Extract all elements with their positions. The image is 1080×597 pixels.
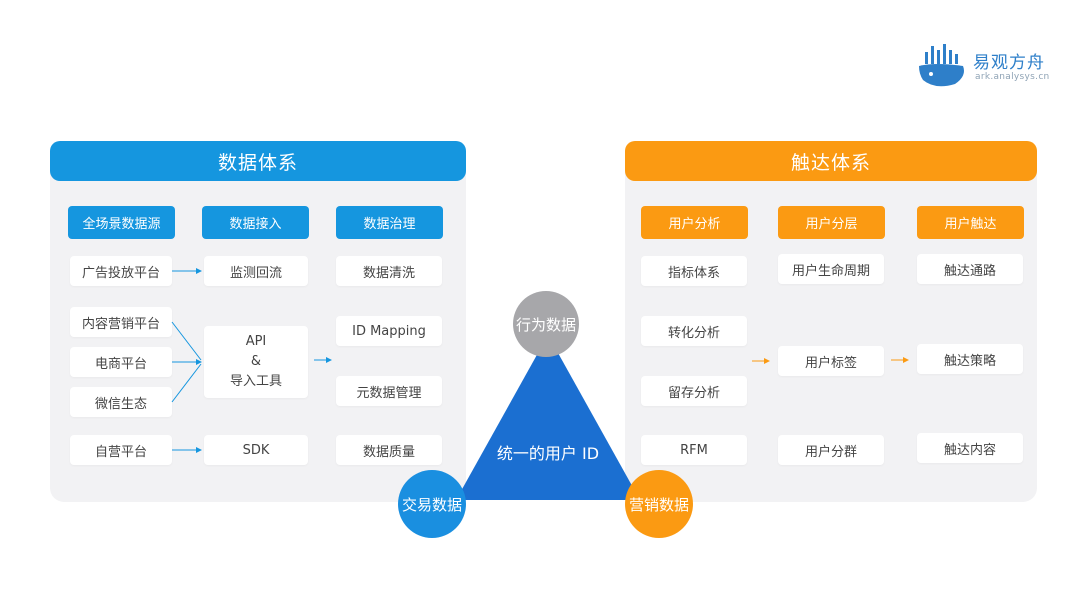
column-header-analysis: 用户分析 (641, 206, 748, 239)
source-content-marketing: 内容营销平台 (70, 307, 172, 337)
core-triangle (456, 335, 640, 500)
behavior-data-circle: 行为数据 (513, 291, 579, 357)
reach-channels: 触达通路 (917, 254, 1023, 284)
marketing-data-circle: 营销数据 (625, 470, 693, 538)
column-header-access: 数据接入 (202, 206, 309, 239)
analysis-conversion: 转化分析 (641, 316, 747, 346)
source-wechat: 微信生态 (70, 387, 172, 417)
analysis-rfm: RFM (641, 435, 747, 465)
data-system-title: 数据体系 (50, 141, 466, 181)
governance-metadata: 元数据管理 (336, 376, 442, 406)
column-header-reach: 用户触达 (917, 206, 1024, 239)
access-ampersand: & (250, 354, 262, 369)
source-ecommerce: 电商平台 (70, 347, 172, 377)
layering-user-tags: 用户标签 (778, 346, 884, 376)
logo: 易观方舟 ark.analysys.cn (917, 42, 1052, 90)
reach-content: 触达内容 (917, 433, 1023, 463)
access-import-tool-label: 导入工具 (229, 374, 282, 389)
reach-strategy: 触达策略 (917, 344, 1023, 374)
source-own-platform: 自营平台 (70, 435, 172, 465)
access-api-import: API & 导入工具 (204, 326, 308, 398)
governance-data-cleaning: 数据清洗 (336, 256, 442, 286)
governance-id-mapping: ID Mapping (336, 316, 442, 346)
source-ad-platform: 广告投放平台 (70, 256, 172, 286)
arrow-content-to-api (171, 321, 202, 361)
analysis-retention: 留存分析 (641, 376, 747, 406)
column-header-governance: 数据治理 (336, 206, 443, 239)
access-api-label: API (245, 334, 267, 349)
core-user-id-label: 统一的用户 ID (496, 444, 600, 463)
access-sdk: SDK (204, 435, 308, 465)
column-header-layering: 用户分层 (778, 206, 885, 239)
access-monitor-backflow: 监测回流 (204, 256, 308, 286)
logo-url: ark.analysys.cn (975, 72, 1050, 82)
arrow-wechat-to-api (171, 363, 202, 403)
transaction-data-circle: 交易数据 (398, 470, 466, 538)
reach-system-title: 触达体系 (625, 141, 1037, 181)
logo-name: 易观方舟 (973, 53, 1045, 73)
column-header-sources: 全场景数据源 (68, 206, 175, 239)
analysis-metrics-system: 指标体系 (641, 256, 747, 286)
layering-user-segments: 用户分群 (778, 435, 884, 465)
whale-logo-icon (919, 44, 964, 87)
layering-lifecycle: 用户生命周期 (778, 254, 884, 284)
governance-data-quality: 数据质量 (336, 435, 442, 465)
